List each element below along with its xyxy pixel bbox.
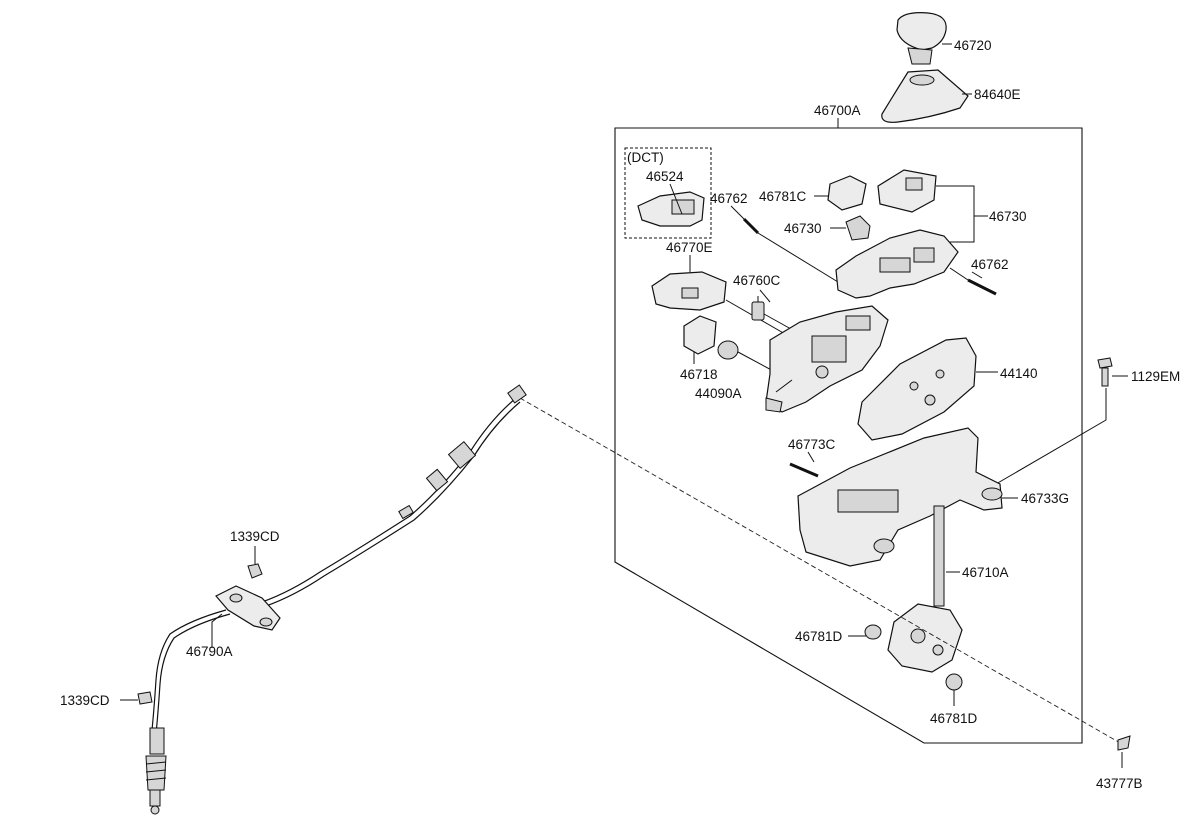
label-46730-left: 46730 (784, 221, 822, 236)
label-84640E: 84640E (974, 87, 1021, 102)
bushing-46781D-lower-part (945, 673, 963, 691)
label-46524: 46524 (646, 169, 684, 184)
label-46790A: 46790A (186, 644, 233, 659)
detent-46730-small-part (845, 215, 871, 241)
label-46770E: 46770E (666, 240, 713, 255)
nut-1339CD-upper-part (247, 563, 263, 579)
label-43777B: 43777B (1096, 776, 1143, 791)
dct-switch-part (637, 191, 705, 227)
label-46781C: 46781C (759, 189, 807, 204)
label-46733G: 46733G (1021, 491, 1069, 506)
detent-46730-part (877, 169, 937, 213)
bushing-46781D-upper-part (864, 624, 882, 640)
label-46720: 46720 (954, 38, 992, 53)
label-46730-right: 46730 (989, 209, 1027, 224)
label-46762-right: 46762 (971, 257, 1009, 272)
upper-housing-part (835, 229, 959, 299)
label-1339CD-lower: 1339CD (60, 693, 110, 708)
block-46781C-part (827, 175, 867, 211)
bracket-46770E-part (651, 271, 727, 311)
label-46781D-upper: 46781D (795, 629, 843, 644)
label-46762-left: 46762 (710, 191, 748, 206)
part-46718 (683, 315, 739, 360)
shifter-housing-44090A-part (765, 305, 889, 413)
dct-group-box (624, 147, 712, 239)
spring-46760C-part (751, 296, 765, 321)
shift-lever-46710A-part (887, 505, 963, 673)
label-44140: 44140 (1000, 366, 1038, 381)
shift-knob-part (896, 12, 947, 65)
label-46773C: 46773C (788, 437, 836, 452)
label-dct: (DCT) (627, 150, 664, 165)
label-46760C: 46760C (733, 273, 781, 288)
shift-cable-46790A-part (145, 384, 527, 815)
label-1339CD-upper: 1339CD (230, 529, 280, 544)
nut-1339CD-lower-part (137, 691, 153, 705)
assembly-boundary-46700A (614, 127, 1083, 744)
bolt-1129EM-part (1097, 357, 1113, 387)
label-46700A: 46700A (814, 103, 861, 118)
label-1129EM: 1129EM (1131, 369, 1180, 384)
label-44090A: 44090A (695, 386, 742, 401)
label-46710A: 46710A (962, 565, 1009, 580)
indicator-panel-44140-part (857, 337, 977, 441)
clip-43777B-part (1117, 735, 1131, 751)
label-46781D-lower: 46781D (930, 711, 978, 726)
base-bracket-46733G-part (797, 427, 1003, 567)
bezel-boot-part (881, 69, 969, 123)
label-46718: 46718 (680, 367, 718, 382)
